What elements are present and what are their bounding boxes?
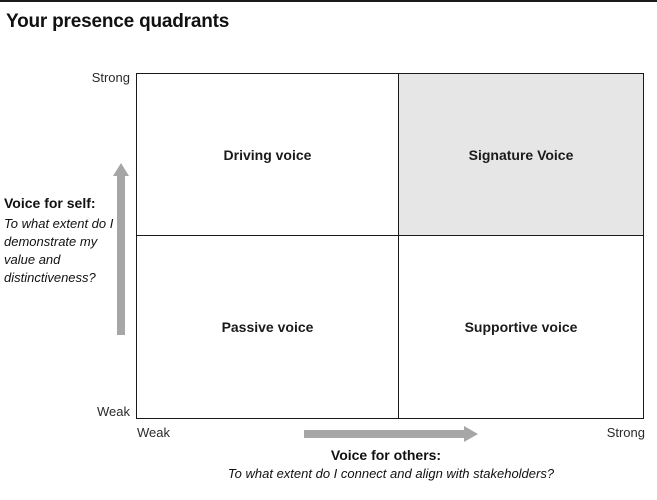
y-axis-title: Voice for self: (4, 195, 96, 211)
arrow-right-icon (304, 426, 478, 442)
quadrant-top-left: Driving voice (137, 74, 399, 236)
x-axis-low-label: Weak (137, 425, 170, 440)
quadrant-bottom-left: Passive voice (137, 236, 399, 418)
x-axis-high-label: Strong (606, 425, 645, 440)
page-title: Your presence quadrants (6, 11, 230, 32)
y-axis-high-label: Strong (91, 70, 130, 85)
y-axis-label: Voice for self: To what extent do I demo… (4, 194, 124, 287)
quadrant-grid: Driving voice Signature Voice Passive vo… (136, 73, 644, 419)
x-axis-subtitle: To what extent do I connect and align wi… (227, 466, 555, 481)
arrow-up-shape (113, 163, 129, 335)
x-axis-title: Voice for others: (330, 447, 442, 463)
arrow-up-icon (113, 163, 129, 335)
quadrant-bottom-right: Supportive voice (464, 319, 578, 335)
quadrant-top-right: Signature Voice (399, 74, 643, 236)
arrow-right-shape (304, 426, 478, 442)
x-axis-label: Voice for others: To what extent do I co… (0, 446, 657, 483)
y-axis-low-label: Weak (97, 404, 130, 419)
y-axis-subtitle: To what extent do I demonstrate my value… (4, 216, 114, 285)
top-rule (0, 0, 657, 2)
